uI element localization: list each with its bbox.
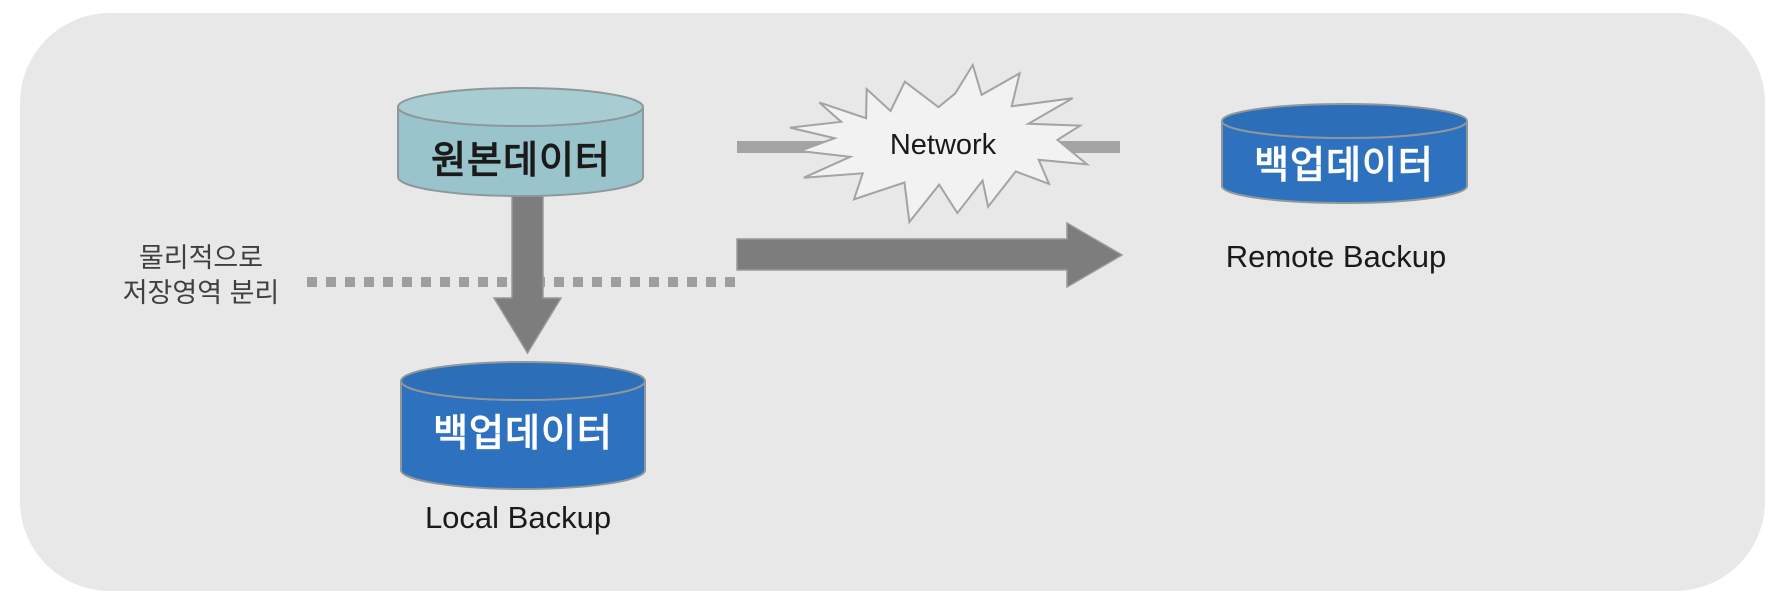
local-backup-cylinder bbox=[400, 361, 646, 490]
separation-note-line2: 저장영역 분리 bbox=[123, 278, 280, 308]
remote-cylinder-top bbox=[1221, 103, 1468, 139]
local-cylinder-top bbox=[400, 361, 646, 401]
separation-note-line1: 물리적으로 bbox=[139, 243, 263, 273]
local-db-label: 백업데이터 bbox=[433, 413, 613, 455]
remote-backup-cylinder bbox=[1221, 103, 1468, 204]
source-database-cylinder bbox=[397, 87, 644, 197]
remote-backup-caption: Remote Backup bbox=[1226, 239, 1447, 274]
down-arrow-icon bbox=[492, 195, 563, 355]
source-cylinder-top bbox=[397, 87, 644, 127]
remote-db-label: 백업데이터 bbox=[1254, 145, 1434, 187]
network-explosion-star bbox=[790, 65, 1087, 222]
background-panel bbox=[20, 13, 1765, 591]
right-arrow-icon bbox=[736, 221, 1124, 289]
explosion-star-shape bbox=[790, 65, 1087, 222]
source-db-label: 원본데이터 bbox=[431, 140, 611, 182]
local-backup-caption: Local Backup bbox=[425, 500, 611, 535]
network-label: Network bbox=[890, 129, 997, 161]
